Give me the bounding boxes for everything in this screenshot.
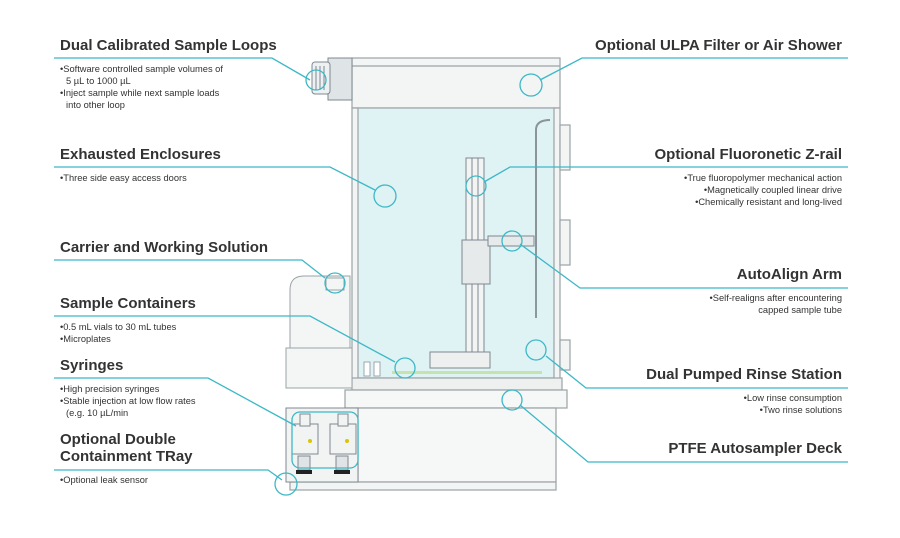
callout-containment: Optional Double Containment TRay Optiona… (60, 431, 193, 486)
callout-ulpa: Optional ULPA Filter or Air Shower (595, 37, 842, 54)
marker-syringes (291, 411, 359, 469)
leader-carrier (54, 259, 326, 279)
callout-title-line1: Optional Double (60, 431, 176, 448)
leader-sample-loops (54, 57, 311, 81)
bullet: Self-realigns after encountering (710, 292, 842, 304)
callout-title-line2: Containment TRay (60, 448, 193, 465)
callout-title: Carrier and Working Solution (60, 239, 269, 256)
bullet: Microplates (60, 333, 196, 345)
leader-zrail (483, 166, 848, 183)
marker-rinse (525, 339, 547, 361)
callout-zrail: Optional Fluoronetic Z-rail True fluorop… (655, 146, 843, 208)
bullet-continuation: 5 µL to 1000 µL (66, 76, 131, 86)
callout-syringes: Syringes High precision syringes Stable … (60, 357, 196, 419)
leader-ulpa (539, 57, 848, 81)
marker-exhausted (373, 184, 397, 208)
autoalign-arm-block (461, 239, 491, 285)
bullet: Chemically resistant and long-lived (655, 196, 842, 208)
leader-syringes (54, 377, 297, 427)
bullet: Low rinse consumption (646, 392, 842, 404)
carrier-reservoir (285, 275, 353, 389)
leader-lines (54, 57, 848, 496)
bullet: Stable injection at low flow rates (60, 395, 195, 407)
callout-title: PTFE Autosampler Deck (668, 440, 842, 457)
callout-bullets: Self-realigns after encountering capped … (710, 292, 842, 316)
callout-title: Optional ULPA Filter or Air Shower (595, 37, 842, 54)
callout-title: Sample Containers (60, 295, 196, 312)
callout-bullets: True fluoropolymer mechanical action Mag… (655, 172, 842, 208)
bullet: True fluoropolymer mechanical action (655, 172, 842, 184)
leader-autoalign (519, 243, 848, 289)
marker-ulpa (519, 73, 543, 97)
marker-autoalign (501, 230, 523, 252)
base-cabinet (357, 407, 557, 483)
bullet: Three side easy access doors (60, 172, 221, 184)
leader-deck (519, 404, 848, 463)
bullet: Software controlled sample volumes of (60, 63, 277, 75)
callout-rinse: Dual Pumped Rinse Station Low rinse cons… (646, 366, 842, 416)
bullet: Optional leak sensor (60, 474, 193, 486)
callout-carrier: Carrier and Working Solution (60, 239, 268, 256)
callout-bullets: 0.5 mL vials to 30 mL tubes Microplates (60, 321, 196, 345)
bullet: High precision syringes (60, 383, 196, 395)
callout-containers: Sample Containers 0.5 mL vials to 30 mL … (60, 295, 196, 345)
deck-wells (392, 371, 542, 374)
sample-loop-valve (311, 57, 353, 101)
callout-exhausted: Exhausted Enclosures Three side easy acc… (60, 146, 221, 184)
marker-zrail (465, 175, 487, 197)
bullet: Two rinse solutions (646, 404, 842, 416)
callout-title: Dual Calibrated Sample Loops (60, 37, 277, 54)
bullet-continuation: (e.g. 10 µL/min (66, 408, 129, 418)
vial-rack (363, 361, 381, 377)
z-rail (429, 119, 551, 369)
callout-bullets: Low rinse consumption Two rinse solution… (646, 392, 842, 416)
callout-title: Optional Fluoronetic Z-rail (654, 146, 843, 163)
bullet-continuation: into other loop (66, 100, 125, 110)
bullet-continuation: capped sample tube (758, 305, 842, 315)
callout-deck: PTFE Autosampler Deck (668, 440, 842, 457)
bullet: Inject sample while next sample loads (60, 87, 277, 99)
deck-tray (351, 377, 563, 391)
bullet: Magnetically coupled linear drive (655, 184, 842, 196)
leader-containers (54, 315, 396, 363)
callout-sample-loops: Dual Calibrated Sample Loops Software co… (60, 37, 277, 111)
callout-bullets: Software controlled sample volumes of 5 … (60, 63, 277, 111)
marker-containment (274, 472, 298, 496)
marker-carrier (324, 272, 346, 294)
marker-containers (394, 357, 416, 379)
enclosure (289, 57, 571, 491)
callout-title: Dual Pumped Rinse Station (646, 366, 842, 383)
callout-title: Exhausted Enclosures (60, 146, 221, 163)
callout-title: AutoAlign Arm (736, 266, 842, 283)
syringe-pumps (285, 407, 359, 483)
enclosure-right-post (553, 107, 561, 389)
bullet: 0.5 mL vials to 30 mL tubes (60, 321, 196, 333)
callout-bullets: High precision syringes Stable injection… (60, 383, 196, 419)
callout-bullets: Three side easy access doors (60, 172, 221, 184)
callout-autoalign: AutoAlign Arm Self-realigns after encoun… (710, 266, 842, 316)
leader-rinse (545, 355, 848, 389)
callout-bullets: Optional leak sensor (60, 474, 193, 486)
marker-sample-loops (305, 69, 327, 91)
enclosure-left-post (351, 107, 359, 389)
marker-deck (501, 389, 523, 411)
callout-title: Syringes (60, 357, 124, 374)
leader-exhausted (54, 166, 376, 191)
